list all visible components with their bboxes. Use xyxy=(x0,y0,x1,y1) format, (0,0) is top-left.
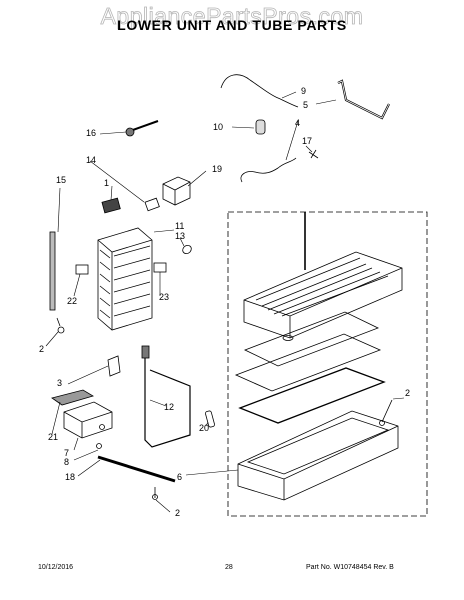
footer-page-number: 28 xyxy=(225,564,233,571)
callout-15: 15 xyxy=(56,175,66,185)
sheet-middle xyxy=(234,333,382,392)
watermark: AppliancePartsPros.com xyxy=(100,3,364,30)
part-7-housing xyxy=(63,401,113,439)
callout-22: 22 xyxy=(67,296,77,306)
callout-3: 3 xyxy=(57,378,62,388)
footer-date: 10/12/2016 xyxy=(38,564,74,571)
callout-12: 12 xyxy=(164,402,174,412)
page-title: LOWER UNIT AND TUBE PARTS xyxy=(117,17,347,33)
part-17-clip xyxy=(308,149,319,159)
part-23-pad xyxy=(153,262,167,273)
callout-1: 1 xyxy=(104,178,109,188)
callout-20: 20 xyxy=(199,423,209,433)
part-15-rod xyxy=(49,231,56,311)
callout-4: 4 xyxy=(295,118,300,128)
part-14-clip xyxy=(144,197,160,212)
screw-left xyxy=(56,317,61,327)
part-4-tube xyxy=(240,157,297,183)
callout-17: 17 xyxy=(302,136,312,146)
part-9-tube xyxy=(220,74,299,108)
part-1-pad xyxy=(101,197,121,214)
part-3-clip xyxy=(107,355,121,377)
part-11-evaporator xyxy=(97,227,153,331)
sheet-upper xyxy=(243,311,380,367)
callout-19: 19 xyxy=(212,164,222,174)
part-8-screw xyxy=(96,443,102,449)
part-6-drain-pan xyxy=(237,410,399,501)
callout-10: 10 xyxy=(213,122,223,132)
part-22-pad xyxy=(75,264,89,275)
callout-7: 7 xyxy=(64,448,69,458)
callout-11: 11 xyxy=(175,221,184,231)
callout-8: 8 xyxy=(64,457,69,467)
callout-13: 13 xyxy=(175,231,185,241)
part-12-heater xyxy=(144,350,191,448)
footer-part-number: Part No. W10748454 Rev. B xyxy=(306,564,394,571)
callout-5: 5 xyxy=(303,100,308,110)
callout-16: 16 xyxy=(86,128,96,138)
sheet-lower xyxy=(238,367,386,424)
callout-21: 21 xyxy=(48,432,58,442)
evaporator-tray xyxy=(243,212,403,341)
screw-right xyxy=(381,399,393,423)
callout-18: 18 xyxy=(65,472,75,482)
callout-23: 23 xyxy=(159,292,169,302)
callout-9: 9 xyxy=(301,86,306,96)
part-20-fuse xyxy=(205,410,215,428)
callout-14: 14 xyxy=(86,155,96,165)
callout-2c: 2 xyxy=(175,508,180,518)
callout-2b: 2 xyxy=(405,388,410,398)
part-13-clip xyxy=(182,244,192,255)
part-10-sleeve xyxy=(255,119,266,135)
assembly-boundary xyxy=(227,211,428,517)
callout-2a: 2 xyxy=(39,344,44,354)
part-16-drain xyxy=(129,120,159,132)
part-18-bar xyxy=(97,455,176,483)
part-19-bracket xyxy=(162,176,191,206)
part-21-cover xyxy=(51,389,94,406)
callout-6: 6 xyxy=(177,472,182,482)
